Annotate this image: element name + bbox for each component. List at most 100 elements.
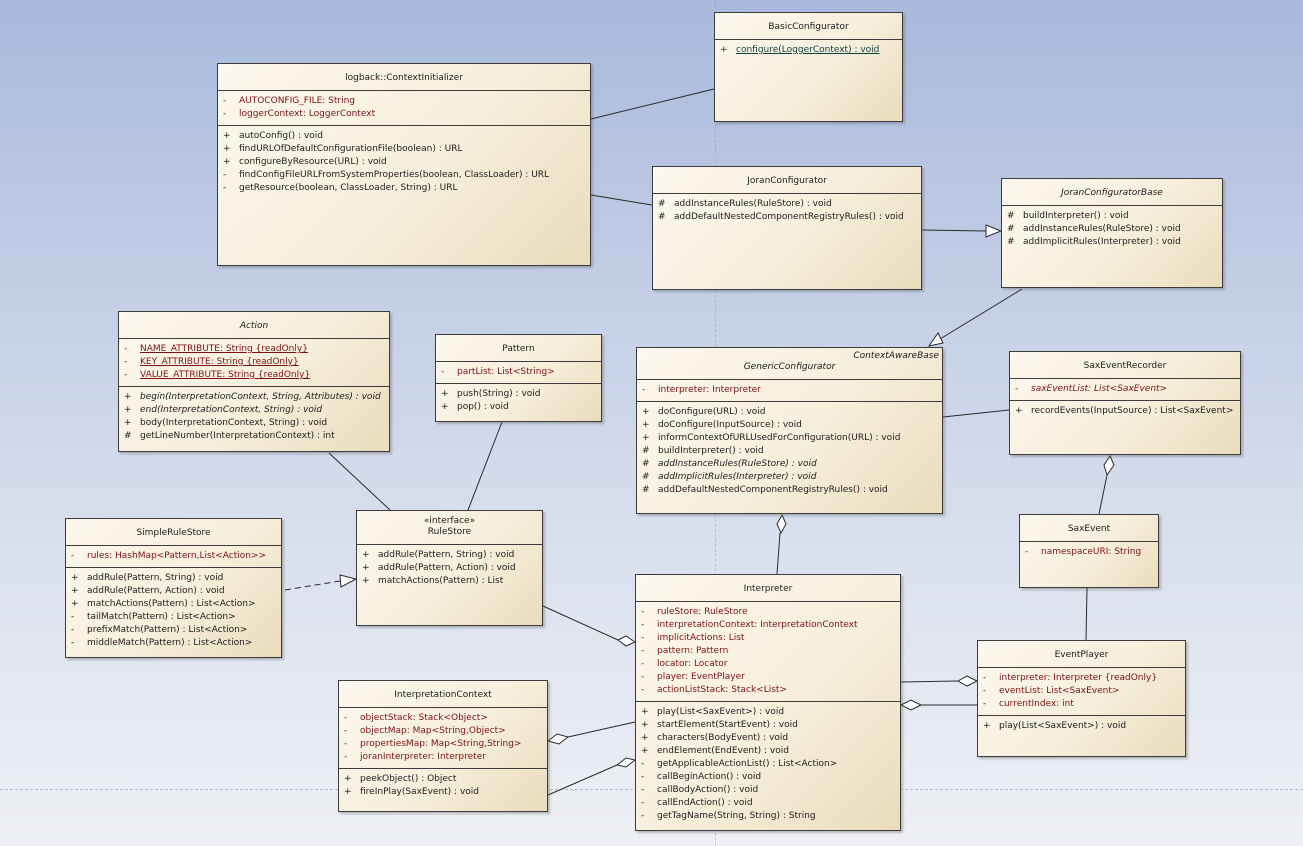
class-simple-rule-store[interactable]: SimpleRuleStore -rules: HashMap<Pattern,…: [65, 518, 282, 658]
aggregation-diamond-player: [956, 675, 979, 687]
class-sax-event[interactable]: SaxEvent -namespaceURI: String: [1019, 514, 1159, 588]
class-basic-configurator[interactable]: BasicConfigurator + configure(LoggerCont…: [714, 12, 903, 122]
operation-text: body(InterpretationContext, String) : vo…: [140, 418, 328, 428]
visibility: -: [71, 625, 75, 635]
operation: -callEndAction() : void: [636, 797, 900, 810]
operations-section: +recordEvents(InputSource) : List<SaxEve…: [1010, 400, 1240, 422]
attribute: -pattern: Pattern: [636, 645, 900, 658]
class-name: Interpreter: [743, 584, 793, 594]
visibility: +: [983, 721, 991, 731]
operation-text: end(InterpretationContext, String) : voi…: [140, 405, 323, 415]
stereotype-label: «interface»: [423, 516, 476, 526]
operation-text: findConfigFileURLFromSystemProperties(bo…: [239, 170, 550, 180]
visibility: -: [71, 612, 75, 622]
operation: +body(InterpretationContext, String) : v…: [119, 417, 389, 430]
class-interpreter[interactable]: Interpreter -ruleStore: RuleStore -inter…: [635, 574, 901, 831]
operation-text: callBeginAction() : void: [657, 772, 762, 782]
operation: - prefixMatch(Pattern) : List<Action>: [66, 624, 281, 637]
operation-text: recordEvents(InputSource) : List<SaxEven…: [1031, 406, 1234, 416]
operation-text: addInstanceRules(RuleStore) : void: [658, 459, 817, 469]
attributes-section: -NAME_ATTRIBUTE: String {readOnly} -KEY_…: [119, 338, 389, 386]
class-joran-configurator-base[interactable]: JoranConfiguratorBase #buildInterpreter(…: [1001, 178, 1223, 288]
class-name-text: Action: [239, 321, 269, 331]
operation-text: play(List<SaxEvent>) : void: [657, 707, 785, 717]
visibility: -: [223, 170, 227, 180]
operation: +characters(BodyEvent) : void: [636, 732, 900, 745]
link-pattern-rulestore: [467, 421, 503, 511]
class-name: Action: [119, 312, 389, 338]
class-pattern[interactable]: Pattern -partList: List<String> +push(St…: [435, 334, 602, 422]
operation: # addDefaultNestedComponentRegistryRules(…: [653, 211, 921, 224]
class-name: JoranConfigurator: [747, 176, 827, 186]
visibility: -: [983, 673, 987, 683]
class-joran-configurator[interactable]: JoranConfigurator # addInstanceRules(Rule…: [652, 166, 922, 290]
class-sax-event-recorder[interactable]: SaxEventRecorder -saxEventList: List<Sax…: [1009, 351, 1241, 455]
attributes-section: -rules: HashMap<Pattern,List<Action>>: [66, 545, 281, 567]
operation-text: getApplicableActionList() : List<Action>: [657, 759, 838, 769]
visibility: #: [658, 212, 666, 222]
operation-text: addDefaultNestedComponentRegistryRules()…: [674, 212, 904, 222]
parent-class-label: ContextAwareBase: [853, 351, 939, 361]
class-rule-store[interactable]: «interface» RuleStore +addRule(Pattern, …: [356, 510, 543, 626]
operations-section: +push(String) : void +pop() : void: [436, 383, 601, 418]
operations-section: + configure(LoggerContext) : void: [715, 39, 902, 61]
operation-text: doConfigure(InputSource) : void: [658, 420, 802, 430]
operation-text: prefixMatch(Pattern) : List<Action>: [87, 625, 248, 635]
class-name: InterpretationContext: [394, 690, 492, 700]
operation: #addImplicitRules(Interpreter) : void: [1002, 236, 1222, 249]
class-name: BasicConfigurator: [768, 22, 849, 32]
class-action[interactable]: Action -NAME_ATTRIBUTE: String {readOnly…: [118, 311, 390, 452]
attribute: -NAME_ATTRIBUTE: String {readOnly}: [119, 343, 389, 356]
attribute-text: interpretationContext: InterpretationCon…: [657, 620, 858, 630]
link-recorder-saxevent: [1098, 474, 1108, 515]
operation: - findConfigFileURLFromSystemProperties(b…: [218, 169, 590, 182]
visibility: +: [71, 586, 79, 596]
link-generic-interp: [776, 532, 781, 575]
attribute-text: locator: Locator: [657, 659, 728, 669]
operation: +autoConfig() : void: [218, 130, 590, 143]
class-event-player[interactable]: EventPlayer -interpreter: Interpreter {r…: [977, 640, 1186, 757]
attributes-section: -AUTOCONFIG_FILE: String -loggerContext:…: [218, 90, 590, 125]
operation-text: matchActions(Pattern) : List<Action>: [87, 599, 256, 609]
operation-text: addRule(Pattern, Action) : void: [87, 586, 225, 596]
visibility: -: [124, 344, 128, 354]
operation-text: getLineNumber(InterpretationContext) : i…: [140, 431, 335, 441]
attribute: -eventList: List<SaxEvent>: [978, 685, 1185, 698]
visibility: -: [223, 96, 227, 106]
operation-text: getResource(boolean, ClassLoader, String…: [239, 183, 458, 193]
link-simple-rulestore: [284, 580, 341, 591]
attribute: -AUTOCONFIG_FILE: String: [218, 95, 590, 108]
operation-text: begin(InterpretationContext, String, Att…: [140, 392, 381, 402]
operations-section: +autoConfig() : void +findURLOfDefaultCo…: [218, 125, 590, 199]
link-saxevent-player: [1085, 587, 1088, 641]
attribute-text: ruleStore: RuleStore: [657, 607, 748, 617]
visibility: +: [124, 392, 132, 402]
generalization-arrow-joranbase: [985, 224, 1003, 238]
class-interpretation-context[interactable]: InterpretationContext -objectStack: Stac…: [338, 680, 548, 812]
operation: +informContextOfURLUsedForConfiguration(…: [637, 432, 942, 445]
operation-text: addInstanceRules(RuleStore) : void: [674, 199, 832, 209]
class-name: JoranConfiguratorBase: [1002, 179, 1222, 205]
operation-text: peekObject() : Object: [360, 774, 457, 784]
operation-text: addImplicitRules(Interpreter) : void: [1023, 237, 1181, 247]
attributes-section: -interpreter: Interpreter: [637, 379, 942, 401]
operation: + addRule(Pattern, Action) : void: [66, 585, 281, 598]
attributes-section: -saxEventList: List<SaxEvent>: [1010, 378, 1240, 400]
visibility: +: [362, 576, 370, 586]
visibility: +: [642, 433, 650, 443]
attribute-text: joranInterpreter: Interpreter: [360, 752, 486, 762]
visibility: -: [641, 785, 645, 795]
attribute-text: implicitActions: List: [657, 633, 745, 643]
operation-text: addRule(Pattern, String) : void: [378, 550, 515, 560]
visibility: #: [658, 199, 666, 209]
visibility: -: [983, 686, 987, 696]
class-header: «interface» RuleStore: [357, 511, 542, 544]
operation-text: middleMatch(Pattern) : List<Action>: [87, 638, 253, 648]
class-generic-configurator[interactable]: ContextAwareBase GenericConfigurator -in…: [636, 347, 943, 514]
operation: +addRule(Pattern, String) : void: [357, 549, 542, 562]
class-context-initializer[interactable]: logback::ContextInitializer -AUTOCONFIG_…: [217, 63, 591, 266]
attribute-text: namespaceURI: String: [1041, 547, 1142, 557]
operation-text: fireInPlay(SaxEvent) : void: [360, 787, 479, 797]
aggregation-diamond-generic: [776, 513, 787, 535]
aggregation-diamond-recorder: [1103, 454, 1115, 477]
